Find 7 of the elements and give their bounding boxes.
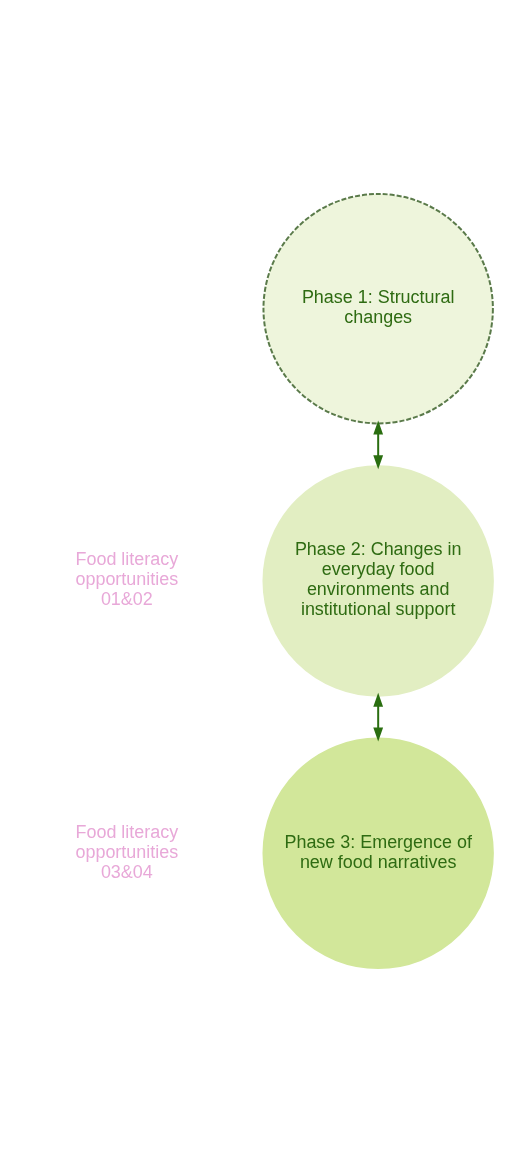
label: Food literacy opportunities 03&04 xyxy=(75,821,179,882)
node-circle: Phase 1: Structural changes xyxy=(262,193,494,425)
arrow xyxy=(373,420,384,470)
node-circle: Phase 3: Emergence of new food narratives xyxy=(262,737,494,969)
arrow xyxy=(373,692,384,742)
label: Food literacy opportunities 01&02 xyxy=(75,549,179,610)
node-circle: Phase 2: Changes in everyday food environments and institutional support xyxy=(262,465,494,697)
